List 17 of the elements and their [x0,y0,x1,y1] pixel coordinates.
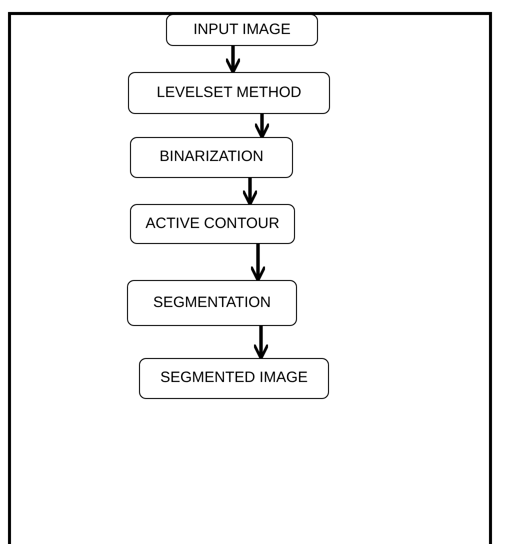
process-box [130,204,295,244]
box-label: SEGMENTED IMAGE [160,368,308,388]
process-box [139,358,329,399]
box-label: ACTIVE CONTOUR [146,214,280,234]
arrow [254,114,270,139]
arrow [250,244,266,282]
box-label: SEGMENTATION [153,292,271,313]
box-label: INPUT IMAGE [193,20,291,40]
process-box [130,137,293,178]
box-label: BINARIZATION [160,147,264,168]
arrow [224,46,242,74]
arrow [242,178,258,206]
box-label: LEVELSET METHOD [156,82,302,103]
process-box [166,14,318,46]
process-box [128,72,330,114]
process-box [127,280,297,326]
arrow [252,326,270,360]
